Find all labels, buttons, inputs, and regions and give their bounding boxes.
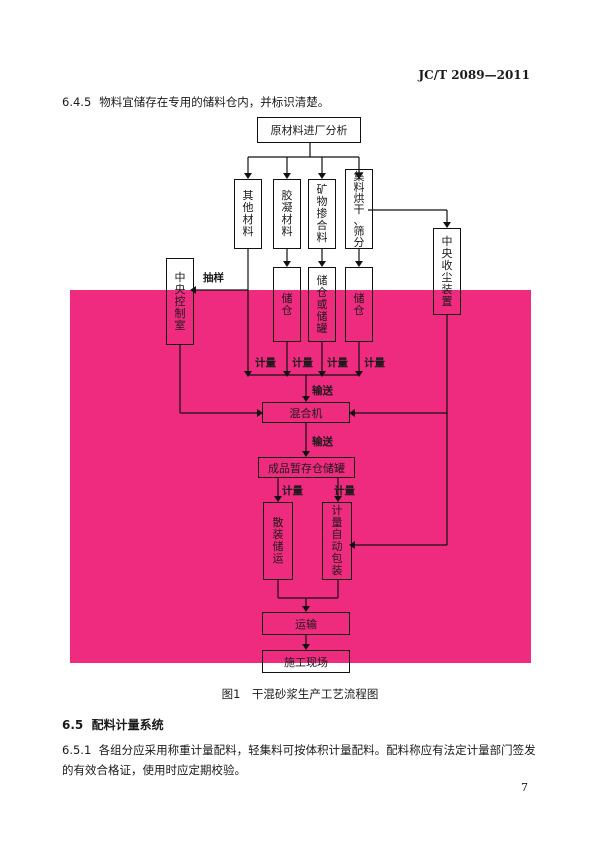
storage-char: 或: [316, 297, 328, 311]
page-number: 7: [521, 781, 528, 794]
metering-label-2: 计量: [292, 357, 313, 369]
aggregate-dry-sieve-box: 集 料 烘 干 、 筛 分: [345, 169, 373, 249]
auto-packing-box: 计 量 自 动 包 装: [322, 502, 352, 580]
construction-site-label: 施工现场: [284, 655, 328, 669]
section-number: 6.5: [62, 718, 84, 732]
storage-char: 储: [316, 309, 328, 323]
section-6-5-heading: 6.5 配料计量系统: [62, 716, 164, 733]
mineral-admixture-char: 料: [316, 231, 328, 244]
finished-storage-label: 成品暂存仓储罐: [268, 461, 345, 475]
bulk-storage-char: 运: [272, 552, 284, 565]
metering-label-1: 计量: [255, 357, 276, 369]
storage-bin-or-tank-box: 储 仓 或 储 罐: [308, 267, 336, 342]
aggregate-char: 烘: [353, 191, 365, 205]
metering-label-5: 计量: [282, 485, 303, 497]
mineral-admixture-char: 物: [316, 195, 328, 208]
sampling-label: 抽样: [203, 272, 224, 284]
other-materials-char: 材: [242, 213, 254, 226]
highlight-region: [70, 290, 531, 663]
gelling-materials-char: 胶: [281, 189, 293, 202]
dust-collector-char: 央: [441, 246, 453, 260]
dust-collector-char: 中: [441, 234, 453, 248]
aggregate-char: 、: [353, 213, 365, 227]
bulk-storage-box: 散 装 储 运: [263, 502, 293, 580]
control-room-char: 央: [174, 282, 186, 296]
other-materials-char: 他: [242, 201, 254, 214]
section-title: 配料计量系统: [91, 718, 164, 732]
dust-collector-char: 置: [441, 294, 453, 308]
storage-char: 储: [316, 273, 328, 287]
clause-text: 物料宜储存在专用的储料仓内，并标识清楚。: [99, 95, 330, 109]
mineral-admixture-char: 合: [316, 219, 328, 232]
conveying-label-1: 输送: [312, 385, 333, 397]
bulk-storage-char: 储: [272, 540, 284, 553]
aggregate-char: 料: [353, 180, 365, 194]
bulk-storage-char: 装: [272, 528, 284, 541]
transport-box: 运输: [262, 612, 350, 635]
clause-6-4-5: 6.4.5 物料宜储存在专用的储料仓内，并标识清楚。: [62, 92, 329, 112]
storage-char: 罐: [316, 321, 328, 335]
gelling-materials-box: 胶 凝 材 料: [273, 179, 301, 249]
gelling-materials-char: 材: [281, 213, 293, 226]
control-room-char: 中: [174, 270, 186, 284]
control-room-char: 控: [174, 294, 186, 308]
central-dust-collector-box: 中 央 收 尘 装 置: [433, 228, 461, 315]
dust-collector-char: 收: [441, 258, 453, 272]
finished-storage-box: 成品暂存仓储罐: [258, 457, 355, 478]
storage-char: 仓: [316, 285, 328, 299]
auto-packing-char: 装: [331, 564, 343, 577]
bulk-storage-char: 散: [272, 516, 284, 529]
storage-char: 储: [281, 291, 293, 305]
raw-material-analysis-label: 原材料进厂分析: [270, 124, 348, 137]
figure-caption: 图1 干混砂浆生产工艺流程图: [221, 687, 379, 701]
gelling-materials-char: 凝: [281, 201, 293, 214]
auto-packing-char: 包: [331, 552, 343, 565]
control-room-char: 制: [174, 306, 186, 320]
clause-number: 6.5.1: [62, 743, 92, 757]
storage-bin-1-box: 储 仓: [273, 267, 301, 342]
clause-number: 6.4.5: [62, 95, 92, 109]
mixer-box: 混合机: [262, 402, 350, 423]
auto-packing-char: 动: [331, 540, 343, 553]
auto-packing-char: 计: [331, 504, 343, 517]
construction-site-box: 施工现场: [262, 650, 350, 673]
storage-char: 仓: [353, 303, 365, 317]
gelling-materials-char: 料: [281, 225, 293, 238]
dust-collector-char: 尘: [441, 270, 453, 284]
aggregate-char: 筛: [353, 224, 365, 238]
mixer-label: 混合机: [289, 406, 323, 420]
raw-material-analysis-box: 原材料进厂分析: [257, 117, 361, 143]
aggregate-char: 集: [353, 169, 365, 183]
auto-packing-char: 自: [331, 528, 343, 541]
standard-number: JC/T 2089—2011: [418, 68, 530, 82]
aggregate-char: 干: [353, 202, 365, 216]
clause-text: 各组分应采用称重计量配料，轻集料可按体积计量配料。配料称应有法定计量部门签发的有…: [62, 743, 536, 777]
other-materials-char: 料: [242, 225, 254, 238]
mineral-admixture-box: 矿 物 掺 合 料: [308, 179, 336, 249]
central-control-room-box: 中 央 控 制 室: [166, 258, 194, 345]
control-room-char: 室: [174, 318, 186, 332]
dust-collector-char: 装: [441, 282, 453, 296]
storage-char: 储: [353, 291, 365, 305]
auto-packing-char: 量: [331, 516, 343, 529]
transport-label: 运输: [295, 617, 317, 631]
storage-char: 仓: [281, 303, 293, 317]
other-materials-char: 其: [242, 189, 254, 202]
clause-6-5-1: 6.5.1 各组分应采用称重计量配料，轻集料可按体积计量配料。配料称应有法定计量…: [62, 740, 542, 780]
metering-label-6: 计量: [334, 485, 355, 497]
aggregate-char: 分: [353, 235, 365, 249]
mineral-admixture-char: 掺: [316, 207, 328, 220]
conveying-label-2: 输送: [312, 436, 333, 448]
storage-bin-3-box: 储 仓: [345, 267, 373, 342]
mineral-admixture-char: 矿: [316, 183, 328, 196]
metering-label-4: 计量: [364, 357, 385, 369]
other-materials-box: 其 他 材 料: [234, 179, 262, 249]
metering-label-3: 计量: [327, 357, 348, 369]
